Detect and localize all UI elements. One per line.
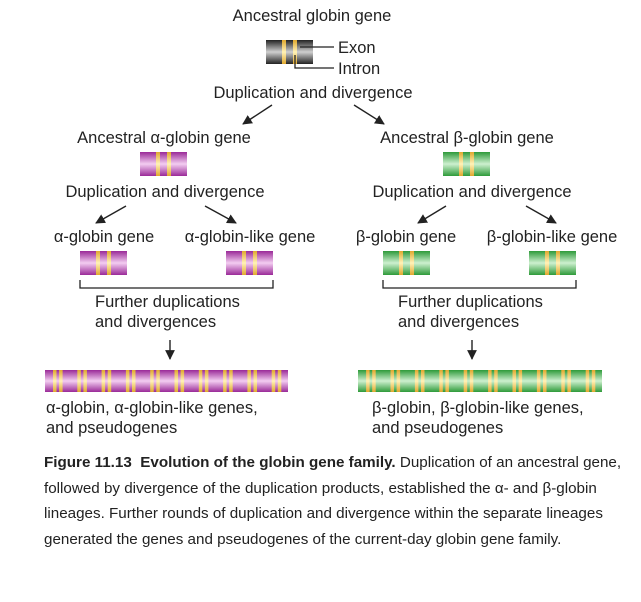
caption-figure-number: Figure 11.13 (44, 454, 132, 471)
ancestral-beta-label: Ancestral β-globin gene (380, 129, 554, 147)
alpha-globin-like-label: α-globin-like gene (184, 228, 316, 246)
intron-stripe (132, 370, 136, 392)
arrow-to-beta (353, 104, 385, 125)
alpha-globin-like-gene-icon (226, 251, 273, 275)
intron-stripe (543, 370, 547, 392)
intron-label: Intron (338, 60, 381, 78)
intron-stripe (101, 370, 106, 392)
intron-stripe (463, 370, 468, 392)
intron-stripe (59, 370, 63, 392)
figure-caption: Figure 11.13 Evolution of the globin gen… (44, 450, 634, 552)
intron-stripe (253, 370, 257, 392)
alpha-result-line-1: α-globin, α-globin-like genes, (46, 399, 258, 417)
intron-stripe (494, 370, 498, 392)
intron-stripe (518, 370, 523, 392)
duplication-label-alpha: Duplication and divergence (65, 183, 265, 201)
alpha-further-label: Further duplications and divergences (95, 292, 240, 332)
beta-globin-gene-icon (383, 251, 430, 275)
ancestral-gene-label: Ancestral globin gene (232, 7, 392, 25)
alpha-result-line-2: and pseudogenes (46, 419, 178, 437)
arrow-beta-right (525, 205, 557, 224)
alpha-result-label: α-globin, α-globin-like genes, and pseud… (46, 398, 258, 438)
diagram-graphics (45, 40, 602, 392)
intron-stripe (247, 370, 251, 392)
intron-stripe (421, 370, 425, 392)
arrow-alpha-left (95, 205, 127, 224)
alpha-bracket (79, 280, 274, 289)
intron-stripe (223, 370, 227, 392)
intron-stripe (585, 370, 590, 392)
intron-stripe (390, 370, 394, 392)
intron-stripe (536, 370, 541, 392)
intron-stripe (591, 370, 596, 392)
intron-stripe (125, 370, 130, 392)
alpha-gene-family-icon (45, 370, 288, 392)
duplication-label-top: Duplication and divergence (213, 84, 413, 102)
beta-gene-family-icon (358, 370, 602, 392)
beta-globin-like-label: β-globin-like gene (486, 228, 618, 246)
beta-globin-like-gene-icon (529, 251, 576, 275)
arrow-alpha-right (204, 205, 237, 224)
intron-stripe (107, 370, 112, 392)
beta-further-line-1: Further duplications (398, 293, 543, 311)
duplication-label-beta: Duplication and divergence (372, 183, 572, 201)
intron-stripe (567, 370, 571, 392)
beta-result-line-1: β-globin, β-globin-like genes, (372, 399, 584, 417)
intron-stripe (271, 370, 276, 392)
intron-stripe (53, 370, 57, 392)
caption-text: Duplication of an ancestral gene, follow… (44, 454, 622, 548)
beta-result-line-2: and pseudogenes (372, 419, 504, 437)
intron-stripe (396, 370, 401, 392)
intron-stripe (180, 370, 185, 392)
arrow-to-alpha (242, 104, 273, 125)
intron-stripe (229, 370, 233, 392)
intron-stripe (83, 370, 87, 392)
intron-stripe (366, 370, 370, 392)
ancestral-beta-gene-icon (443, 152, 490, 176)
intron-stripe (156, 370, 160, 392)
intron-stripe (198, 370, 203, 392)
alpha-further-line-1: Further duplications (95, 293, 240, 311)
alpha-globin-label: α-globin gene (53, 228, 155, 246)
intron-stripe (561, 370, 565, 392)
intron-stripe (372, 370, 376, 392)
ancestral-gene-icon (266, 40, 313, 64)
intron-stripe (445, 370, 449, 392)
caption-title: Evolution of the globin gene family. (140, 454, 396, 471)
intron-stripe (414, 370, 419, 392)
beta-further-line-2: and divergences (398, 313, 520, 331)
intron-stripe (77, 370, 81, 392)
intron-stripe (488, 370, 492, 392)
beta-globin-label: β-globin gene (355, 228, 457, 246)
intron-stripe (439, 370, 443, 392)
intron-stripe (277, 370, 282, 392)
exon-label: Exon (338, 39, 376, 57)
intron-stripe (174, 370, 178, 392)
intron-stripe (512, 370, 516, 392)
ancestral-alpha-label: Ancestral α-globin gene (77, 129, 251, 147)
intron-stripe (150, 370, 154, 392)
beta-result-label: β-globin, β-globin-like genes, and pseud… (372, 398, 584, 438)
arrow-beta-left (417, 205, 447, 224)
intron-stripe (469, 370, 474, 392)
alpha-further-line-2: and divergences (95, 313, 217, 331)
ancestral-alpha-gene-icon (140, 152, 187, 176)
beta-further-label: Further duplications and divergences (398, 292, 543, 332)
intron-stripe (204, 370, 209, 392)
beta-bracket (382, 280, 577, 289)
alpha-globin-gene-icon (80, 251, 127, 275)
intron-leader-line (294, 55, 334, 69)
